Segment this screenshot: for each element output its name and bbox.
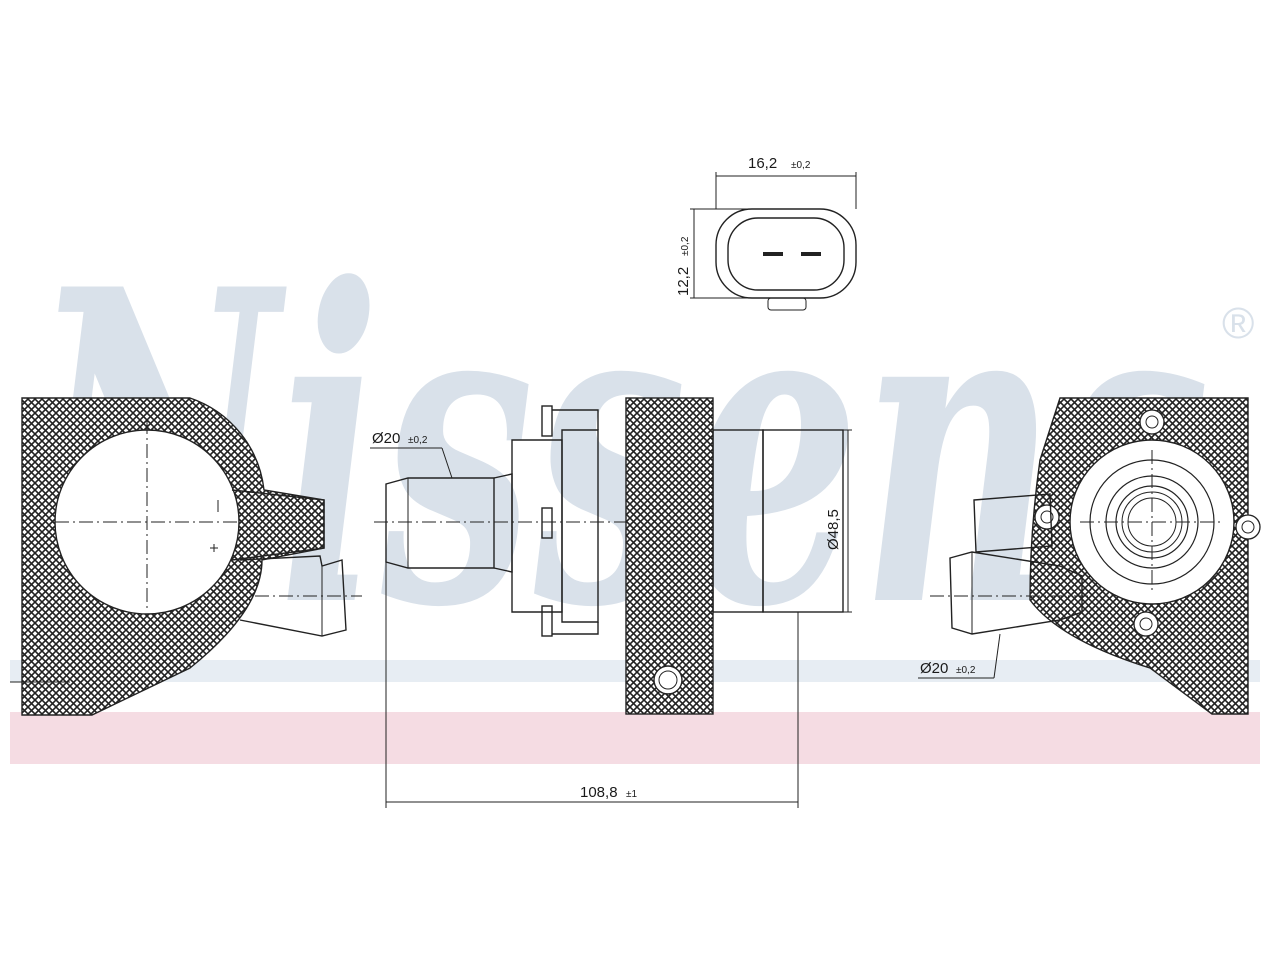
overall-length-value: 108,8 (580, 784, 618, 801)
connector-height-value: 12,2 (675, 267, 692, 296)
right-inlet-diameter-value: Ø20 (920, 660, 948, 677)
connector-view: 16,2 ±0,2 12,2 ±0,2 (675, 155, 857, 311)
left-inlet-diameter-tolerance: ±0,2 (408, 435, 428, 446)
body-diameter-value: Ø48,5 (825, 509, 842, 550)
pink-band (10, 712, 1260, 764)
connector-width-tolerance: ±0,2 (791, 160, 811, 171)
center-side-view: Ø20 ±0,2 108,8 ±1 Ø48,5 (370, 397, 852, 808)
overall-length-tolerance: ±1 (626, 789, 637, 800)
connector-height-tolerance: ±0,2 (680, 236, 691, 256)
left-section-view (10, 397, 362, 716)
right-section-view: Ø20 ±0,2 (918, 397, 1261, 715)
registered-mark: ® (1222, 299, 1254, 348)
connector-width-value: 16,2 (748, 155, 777, 172)
left-inlet-diameter-value: Ø20 (372, 430, 400, 447)
right-inlet-diameter-tolerance: ±0,2 (956, 665, 976, 676)
